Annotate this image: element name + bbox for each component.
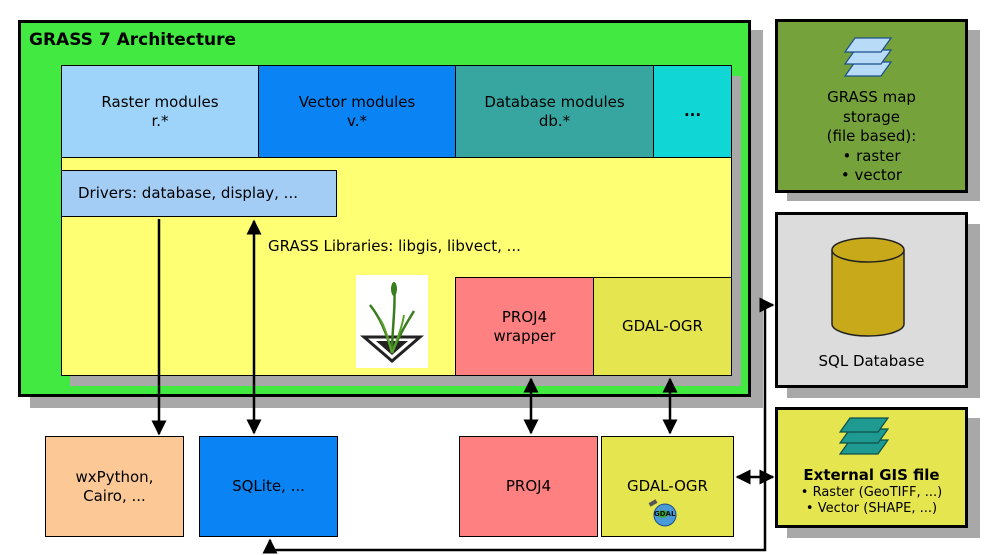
database-modules-box: Database modules db.* (455, 65, 654, 158)
grass-logo-icon (359, 282, 425, 363)
external-item-vector: • Vector (SHAPE, ...) (805, 501, 938, 516)
cairo-label: Cairo, ... (83, 486, 146, 505)
database-modules-label: Database modules (484, 92, 625, 111)
more-modules-label: ... (683, 102, 702, 121)
proj4-box: PROJ4 (459, 436, 598, 537)
database-modules-prefix: db.* (538, 111, 571, 130)
wxpython-cairo-box: wxPython, Cairo, ... (45, 436, 184, 537)
wxpython-label: wxPython, (75, 467, 154, 486)
storage-line-3: (file based): (826, 127, 917, 145)
raster-modules-prefix: r.* (151, 111, 169, 130)
sqlite-label: SQLite, ... (232, 477, 305, 496)
libraries-label: GRASS Libraries: libgis, libvect, ... (268, 237, 521, 255)
proj4-wrapper-box: PROJ4 wrapper (455, 277, 594, 376)
gdal-logo: GDAL (645, 498, 683, 528)
proj4-wrapper-label-2: wrapper (493, 326, 556, 345)
storage-line-1: GRASS map (827, 88, 916, 106)
sqlite-box: SQLite, ... (199, 436, 338, 537)
vector-modules-prefix: v.* (347, 111, 367, 130)
proj4-wrapper-label-1: PROJ4 (501, 307, 548, 326)
gdal-ogr-inner-box: GDAL-OGR (593, 277, 732, 376)
gdal-logo-text: GDAL (654, 510, 676, 518)
database-cylinder-icon (831, 237, 905, 337)
sql-database-label: SQL Database (818, 352, 925, 371)
vector-modules-label: Vector modules (298, 92, 416, 111)
raster-modules-box: Raster modules r.* (61, 65, 259, 158)
more-modules-box: ... (653, 65, 732, 158)
external-title: External GIS file (803, 466, 940, 484)
external-layers-icon (838, 417, 890, 455)
vector-modules-box: Vector modules v.* (258, 65, 456, 158)
drivers-box: Drivers: database, display, ... (61, 170, 337, 217)
proj4-label: PROJ4 (505, 477, 552, 496)
drivers-label: Drivers: database, display, ... (78, 184, 298, 203)
gdal-ogr-inner-label: GDAL-OGR (622, 317, 703, 336)
external-item-raster: • Raster (GeoTIFF, ...) (800, 484, 943, 500)
grass-logo (356, 275, 428, 368)
raster-modules-label: Raster modules (101, 92, 219, 111)
architecture-title: GRASS 7 Architecture (29, 30, 237, 50)
storage-line-2: storage (843, 107, 900, 126)
gdal-ogr-label: GDAL-OGR (627, 477, 708, 496)
storage-item-vector: • vector (840, 166, 903, 184)
storage-item-raster: • raster (842, 146, 901, 165)
layers-icon (843, 37, 893, 77)
